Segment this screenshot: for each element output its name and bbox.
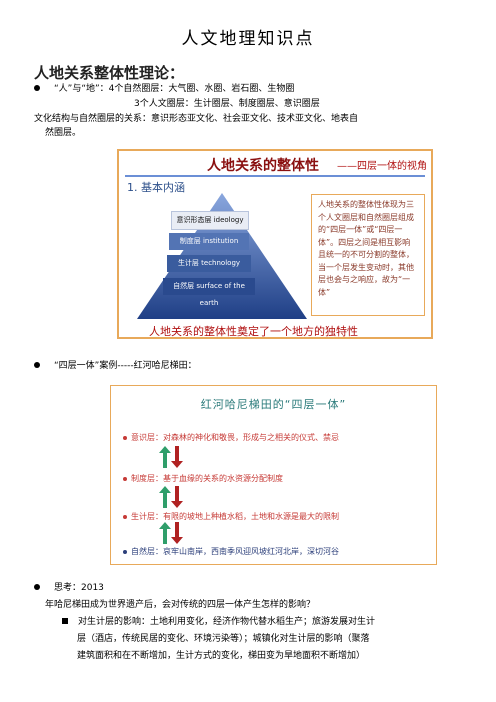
layer-technology: 生计层 technology [167,255,251,272]
culture-line1: 文化结构与自然圈层的关系：意识形态亚文化、社会亚文化、技术亚文化、地表自 [34,114,359,124]
arrow-pair-icon [159,486,183,508]
bullet-1-text: “人”与“地”：4个自然圈层：大气圈、水圈、岩石圈、生物圈 [54,84,295,94]
think-bullet: 思考：2013 [34,582,104,595]
figure1-subtitle: ——四层一体的视角 [337,161,427,172]
layer-surface: 自然层 surface of the earth [163,278,255,307]
section-heading: 人地关系整体性理论： [34,64,185,82]
figure1-title: 人地关系的整体性 [207,158,319,174]
figure1-divider [125,175,425,177]
answer-line1-row: 对生计层的影响：土地利用变化，经济作物代替水稻生产；旅游发展对生计 [62,616,375,629]
page-title: 人文地理知识点 [181,29,315,49]
arrow-pair-icon [159,522,183,544]
figure1-side-text: 人地关系的整体性体现为三个人文圈层和自然圈层组成的“四层一体”或“四层一体”。四… [311,194,425,316]
bullet-1: “人”与“地”：4个自然圈层：大气圈、水圈、岩石圈、生物圈 [34,83,294,96]
figure1-basic-label: 1. 基本内涵 [127,181,185,194]
figure-four-layers: 人地关系的整体性 ——四层一体的视角 1. 基本内涵 意识形态层 ideolog… [117,149,433,339]
layer-institution: 制度层 institution [169,233,249,250]
item-institution: 制度层：基于血缘的关系的水资源分配制度 [123,473,283,484]
square-bullet [62,618,68,624]
bullet-dot [34,584,40,590]
think-question: 年哈尼梯田成为世界遗产后，会对传统的四层一体产生怎样的影响？ [45,600,316,610]
answer-line3: 建筑面积和在不断增加，生计方式的变化，梯田变为旱地面积不断增加） [77,651,366,661]
arrow-pair-icon [159,446,183,468]
bullet-dot [34,85,40,91]
bullet-1-line2: 3个人文圈层：生计圈层、制度圈层、意识圈层 [134,99,320,109]
answer-line1: 对生计层的影响：土地利用变化，经济作物代替水稻生产；旅游发展对生计 [78,617,376,627]
item-surface: 自然层：哀牢山南岸，西南季风迎风坡红河北岸，深切河谷 [123,546,339,557]
item-technology: 生计层：有限的坡地上种植水稻，土地和水源是最大的限制 [123,511,339,522]
layer-ideology: 意识形态层 ideology [171,211,249,230]
figure-hani-terraces: 红河哈尼梯田的“四层一体” 意识层：对森林的神化和敬畏，形成与之相关的仪式、禁忌… [110,385,437,565]
item-technology-text: 生计层：有限的坡地上种植水稻，土地和水源是最大的限制 [131,512,339,521]
think-label: 思考：2013 [54,583,104,593]
figure2-title: 红河哈尼梯田的“四层一体” [200,398,347,411]
item-surface-text: 自然层：哀牢山南岸，西南季风迎风坡红河北岸，深切河谷 [131,547,339,556]
culture-line2: 然圈层。 [45,128,82,138]
bullet-2: “四层一体”案例-----红河哈尼梯田： [34,360,197,373]
item-institution-text: 制度层：基于血缘的关系的水资源分配制度 [131,474,283,483]
bullet-dot [34,362,40,368]
bullet-2-text: “四层一体”案例-----红河哈尼梯田： [54,361,197,371]
item-ideology-text: 意识层：对森林的神化和敬畏，形成与之相关的仪式、禁忌 [131,433,339,442]
answer-line2: 层（酒店，传统民居的变化、环境污染等）；城镇化对生计层的影响（聚落 [77,634,370,644]
figure1-footer: 人地关系的整体性奠定了一个地方的独特性 [149,325,358,338]
item-ideology: 意识层：对森林的神化和敬畏，形成与之相关的仪式、禁忌 [123,432,339,443]
